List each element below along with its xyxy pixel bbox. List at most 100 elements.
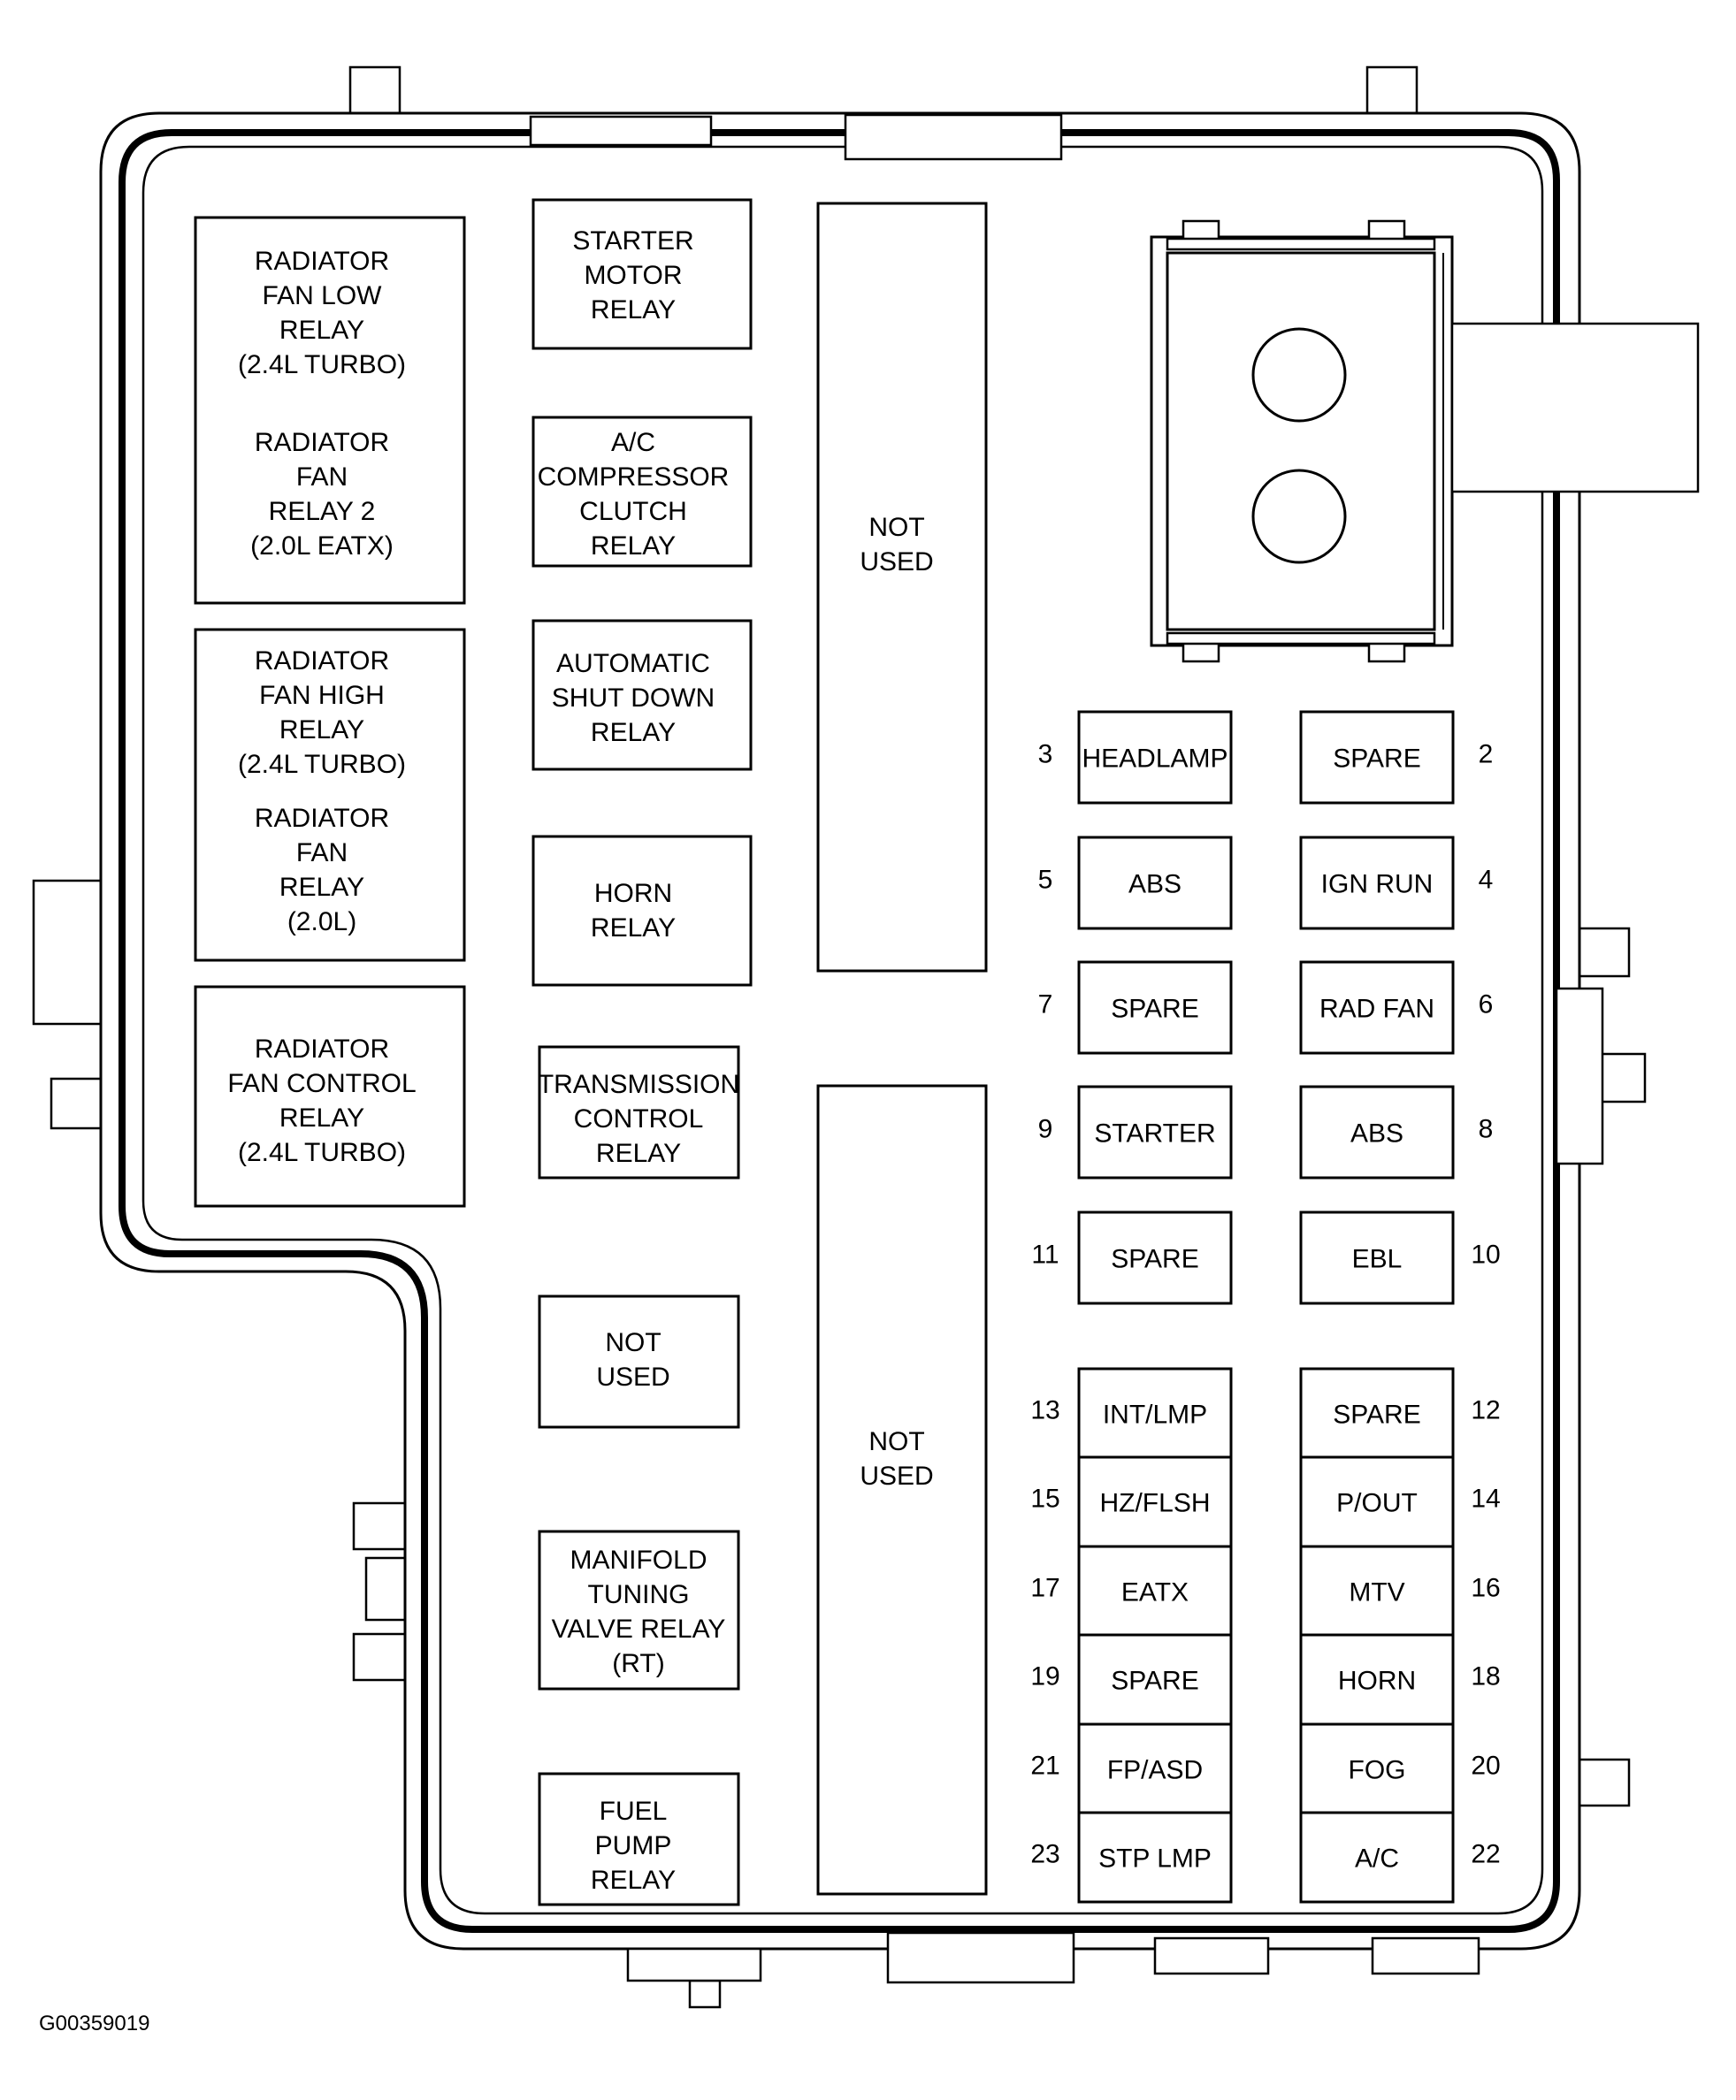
fuse-slot-15: [1077, 1455, 1233, 1548]
relay-label-starter-motor-line-1: STARTER: [572, 226, 693, 256]
relay-box-horn: [532, 835, 753, 987]
fuse-number-3: 3: [1038, 740, 1053, 769]
relay-box-starter-motor: [532, 198, 753, 350]
fuse-number-8: 8: [1479, 1115, 1494, 1144]
left-tab-small: [50, 1077, 103, 1130]
fuse-number-12: 12: [1471, 1396, 1500, 1425]
relay-label-horn-line-2: RELAY: [591, 913, 676, 943]
relay-box-not-used: [538, 1294, 740, 1429]
fuse-slot-13: [1077, 1367, 1233, 1460]
fuse-label-11: SPARE: [1111, 1245, 1198, 1274]
relay-label-starter-motor-line-2: MOTOR: [584, 261, 682, 290]
relay-label-ac-compressor-line-4: RELAY: [591, 531, 676, 561]
fuse-slot-8: [1299, 1085, 1455, 1180]
relay-label-rad-fan-2-line-4: (2.0L EATX): [250, 531, 394, 561]
relay-box-radiator-fan-high: [194, 628, 466, 962]
top-tab-right: [1365, 65, 1419, 117]
fuse-slot-21: [1077, 1722, 1233, 1815]
relay-box-manifold: [538, 1530, 740, 1691]
relay-label-rad-fan-2-line-2: FAN: [296, 462, 348, 492]
fuse-number-13: 13: [1030, 1396, 1059, 1425]
connector-block: [1150, 219, 1700, 663]
fuse-slot-22: [1299, 1811, 1455, 1904]
fuse-label-6: RAD FAN: [1319, 995, 1434, 1024]
fuse-slot-23: [1077, 1811, 1233, 1904]
fuse-slot-6: [1299, 960, 1455, 1055]
fuse-number-9: 9: [1038, 1115, 1053, 1144]
fuse-label-17: EATX: [1121, 1578, 1189, 1607]
relay-box-ac-compressor: [532, 416, 753, 568]
relay-label-rad-fan-2-line-3: RELAY 2: [269, 497, 376, 526]
fuse-label-12: SPARE: [1333, 1401, 1420, 1430]
fuse-label-2: SPARE: [1333, 745, 1420, 774]
fuse-label-15: HZ/FLSH: [1099, 1489, 1210, 1518]
relay-label-rad-fan-high-line-1: RADIATOR: [255, 646, 389, 676]
relay-label-manifold-line-1: MANIFOLD: [570, 1546, 707, 1575]
relay-label-auto-shutdown-line-3: RELAY: [591, 718, 676, 747]
fuse-label-22: A/C: [1355, 1844, 1399, 1874]
fuse-number-20: 20: [1471, 1752, 1500, 1781]
relay-label-fuel-pump-line-2: PUMP: [595, 1831, 672, 1860]
fuse-slot-19: [1077, 1633, 1233, 1726]
cavity-not-used-top: [816, 202, 988, 973]
fuse-number-10: 10: [1471, 1241, 1500, 1270]
fuse-number-16: 16: [1471, 1574, 1500, 1603]
fuse-slot-11: [1077, 1210, 1233, 1305]
relay-label-rad-fan-line-2: FAN: [296, 838, 348, 867]
fuse-number-4: 4: [1479, 866, 1494, 895]
relay-label-horn-line-1: HORN: [594, 879, 672, 908]
relay-label-not-used-line-1: NOT: [605, 1328, 661, 1357]
fuse-slot-5: [1077, 836, 1233, 930]
fuse-number-6: 6: [1479, 990, 1494, 1019]
relay-label-auto-shutdown-line-1: AUTOMATIC: [556, 649, 710, 678]
fuse-number-19: 19: [1030, 1662, 1059, 1691]
relay-box-radiator-fan-low: [194, 216, 466, 605]
top-latch-center: [844, 113, 1063, 161]
fuse-slot-17: [1077, 1545, 1233, 1638]
relay-label-rad-fan-line-1: RADIATOR: [255, 804, 389, 833]
fuse-label-21: FP/ASD: [1107, 1756, 1203, 1785]
fuse-label-20: FOG: [1349, 1756, 1406, 1785]
relay-label-not-used-top-line-2: USED: [860, 547, 933, 577]
fuse-label-16: MTV: [1349, 1578, 1404, 1607]
fuse-number-23: 23: [1030, 1840, 1059, 1869]
fuse-number-15: 15: [1030, 1485, 1059, 1514]
relay-label-manifold-line-4: (RT): [612, 1649, 664, 1678]
relay-label-rad-fan-high-line-3: RELAY: [279, 715, 364, 745]
cavity-not-used-bottom: [816, 1084, 988, 1896]
bottom-latch-right-2: [1371, 1936, 1480, 1975]
fuse-label-7: SPARE: [1111, 995, 1198, 1024]
relay-label-not-used-bottom-line-1: NOT: [868, 1427, 924, 1456]
relay-box-auto-shutdown: [532, 619, 753, 771]
relay-label-rad-fan-control-line-4: (2.4L TURBO): [238, 1138, 406, 1167]
fuse-label-9: STARTER: [1094, 1119, 1215, 1149]
relay-label-rad-fan-line-4: (2.0L): [287, 907, 356, 936]
fuse-slot-14: [1299, 1455, 1455, 1548]
right-tab-lower: [1574, 1758, 1631, 1807]
fuse-number-14: 14: [1471, 1485, 1500, 1514]
fuse-slot-16: [1299, 1545, 1455, 1638]
bottom-latch-right-1: [1153, 1936, 1270, 1975]
relay-label-manifold-line-3: VALVE RELAY: [552, 1615, 726, 1644]
bottom-latch-left: [626, 1947, 762, 1982]
relay-box-transmission: [538, 1045, 740, 1180]
top-latch-left: [529, 115, 713, 147]
fuse-label-4: IGN RUN: [1321, 870, 1434, 899]
relay-label-rad-fan-2-line-1: RADIATOR: [255, 428, 389, 457]
fuse-slot-4: [1299, 836, 1455, 930]
fuse-number-22: 22: [1471, 1840, 1500, 1869]
relay-label-rad-fan-control-line-2: FAN CONTROL: [227, 1069, 416, 1098]
left-lower-tab-2: [364, 1556, 407, 1622]
relay-label-manifold-line-2: TUNING: [588, 1580, 690, 1609]
fuse-label-23: STP LMP: [1098, 1844, 1212, 1874]
relay-label-transmission-line-2: CONTROL: [574, 1104, 704, 1134]
figure-code: G00359019: [39, 2012, 149, 2035]
relay-label-ac-compressor-line-2: COMPRESSOR: [538, 462, 730, 492]
fuse-label-14: P/OUT: [1336, 1489, 1418, 1518]
fuse-slot-10: [1299, 1210, 1455, 1305]
relay-label-auto-shutdown-line-2: SHUT DOWN: [552, 683, 715, 713]
left-lower-tab-3: [352, 1632, 407, 1682]
relay-label-rad-fan-low-line-1: RADIATOR: [255, 247, 389, 276]
